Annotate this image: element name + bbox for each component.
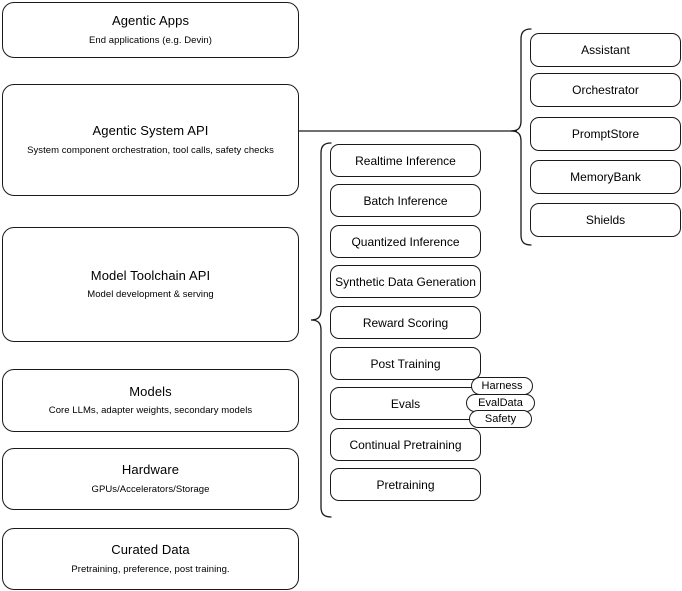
stack-layer-subtitle: System component orchestration, tool cal… (27, 144, 274, 156)
stack-layer-title: Hardware (121, 462, 180, 478)
brace-toolchain-components (306, 140, 332, 520)
component-label: Batch Inference (363, 193, 448, 208)
stack-layer-title: Agentic System API (92, 123, 209, 139)
component-label: Synthetic Data Generation (335, 274, 476, 289)
stack-layer-agentic-system-api[interactable]: Agentic System API System component orch… (2, 84, 299, 196)
stack-layer-title: Models (129, 383, 172, 399)
stack-layer-model-toolchain-api[interactable]: Model Toolchain API Model development & … (2, 227, 299, 342)
component-label: Orchestrator (572, 83, 639, 97)
component-label: Post Training (370, 356, 441, 371)
eval-tag-safety[interactable]: Safety (469, 410, 532, 428)
stack-layer-models[interactable]: Models Core LLMs, adapter weights, secon… (2, 369, 299, 432)
stack-layer-subtitle: End applications (e.g. Devin) (89, 34, 212, 46)
toolchain-component-realtime-inference[interactable]: Realtime Inference (330, 144, 481, 177)
component-label: Pretraining (376, 477, 435, 492)
stack-layer-hardware[interactable]: Hardware GPUs/Accelerators/Storage (2, 448, 299, 510)
component-label: Reward Scoring (362, 315, 449, 330)
component-label: MemoryBank (570, 170, 641, 184)
system-component-memorybank[interactable]: MemoryBank (530, 160, 681, 194)
component-label: Realtime Inference (355, 153, 456, 168)
stack-layer-subtitle: Pretraining, preference, post training. (71, 563, 230, 575)
system-component-shields[interactable]: Shields (530, 203, 681, 237)
stack-layer-subtitle: GPUs/Accelerators/Storage (91, 483, 210, 495)
stack-layer-subtitle: Model development & serving (87, 289, 214, 301)
system-component-assistant[interactable]: Assistant (530, 33, 681, 67)
toolchain-component-pretraining[interactable]: Pretraining (330, 468, 481, 501)
component-label: PromptStore (571, 127, 640, 141)
toolchain-component-quantized-inference[interactable]: Quantized Inference (330, 225, 481, 258)
component-label: Assistant (581, 43, 630, 57)
eval-tag-label: Harness (481, 380, 523, 392)
stack-layer-title: Model Toolchain API (90, 267, 211, 283)
toolchain-component-continual-pretraining[interactable]: Continual Pretraining (330, 428, 481, 461)
component-label: Continual Pretraining (349, 437, 462, 452)
stack-layer-subtitle: Core LLMs, adapter weights, secondary mo… (48, 405, 253, 417)
toolchain-component-evals[interactable]: Evals (330, 387, 481, 420)
system-component-promptstore[interactable]: PromptStore (530, 117, 681, 151)
toolchain-component-post-training[interactable]: Post Training (330, 347, 481, 380)
stack-layer-curated-data[interactable]: Curated Data Pretraining, preference, po… (2, 528, 299, 590)
component-label: Evals (390, 396, 421, 411)
system-component-orchestrator[interactable]: Orchestrator (530, 73, 681, 107)
stack-layer-agentic-apps[interactable]: Agentic Apps End applications (e.g. Devi… (2, 2, 299, 58)
toolchain-component-reward-scoring[interactable]: Reward Scoring (330, 306, 481, 339)
eval-tag-label: EvalData (478, 397, 523, 409)
component-label: Shields (585, 213, 626, 227)
toolchain-component-batch-inference[interactable]: Batch Inference (330, 184, 481, 217)
connector-system-api-to-components (299, 124, 517, 138)
eval-tag-harness[interactable]: Harness (471, 377, 533, 395)
toolchain-component-synthetic-data-generation[interactable]: Synthetic Data Generation (330, 265, 481, 298)
brace-system-components (506, 26, 532, 248)
eval-tag-label: Safety (484, 413, 517, 425)
component-label: Quantized Inference (351, 234, 460, 249)
stack-layer-title: Agentic Apps (111, 13, 190, 29)
stack-layer-title: Curated Data (111, 542, 190, 558)
